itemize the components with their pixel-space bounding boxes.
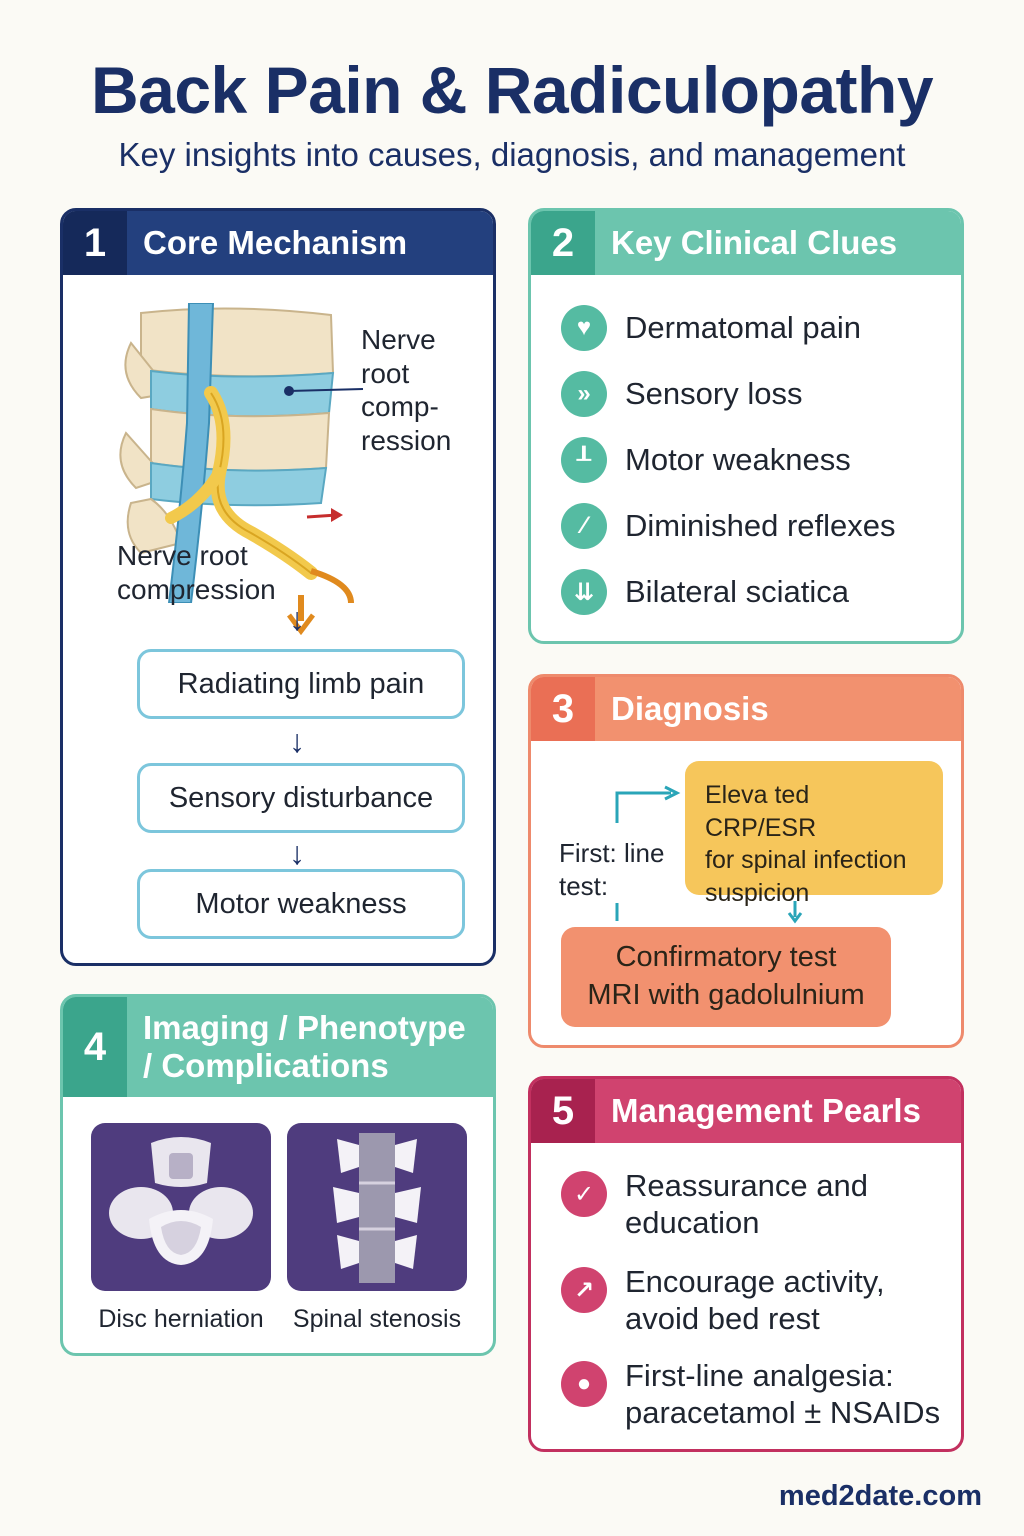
card-header: 2 Key Clinical Clues bbox=[531, 211, 961, 275]
card-number: 5 bbox=[531, 1079, 595, 1143]
card-number: 1 bbox=[63, 211, 127, 275]
card-title: Diagnosis bbox=[611, 690, 769, 728]
pearl-item: ✓ Reassurance and education bbox=[561, 1167, 955, 1241]
clue-label: Bilateral sciatica bbox=[625, 574, 849, 609]
infection-marker-box: Eleva ted CRP/ESR for spinal infection s… bbox=[685, 761, 943, 907]
clue-label: Motor weakness bbox=[625, 442, 851, 477]
down-arrow-icon: ↓ bbox=[289, 835, 305, 871]
pearl-label: Encourage activity, avoid bed rest bbox=[625, 1264, 885, 1337]
flow-step-radiating-pain: Radiating limb pain bbox=[137, 649, 465, 719]
nerve-root-compression-label: Nerve root compression bbox=[117, 540, 276, 605]
pearl-label: First-line analgesia: paracetamol ± NSAI… bbox=[625, 1358, 941, 1431]
spinal-stenosis-image bbox=[287, 1123, 467, 1291]
heart-icon: ♥ bbox=[561, 305, 607, 351]
card-title: Management Pearls bbox=[611, 1092, 921, 1130]
clue-item: ♥ Dermatomal pain bbox=[561, 305, 861, 351]
page-title: Back Pain & Radiculopathy bbox=[90, 53, 934, 127]
down-arrow-icon: ↓ bbox=[289, 601, 305, 637]
foot-icon: ┸ bbox=[561, 437, 607, 483]
disc-herniation-caption: Disc herniation bbox=[98, 1305, 264, 1333]
orange-arrow-icon bbox=[287, 595, 315, 635]
flow-step-motor-weakness: Motor weakness bbox=[137, 869, 465, 939]
card-number: 2 bbox=[531, 211, 595, 275]
clue-item: ┸ Motor weakness bbox=[561, 437, 851, 483]
clinical-clues-card: 2 Key Clinical Clues ♥ Dermatomal pain »… bbox=[528, 208, 964, 644]
management-card: 5 Management Pearls ✓ Reassurance and ed… bbox=[528, 1076, 964, 1452]
confirmatory-test-box: Confirmatory test MRI with gadolulnium bbox=[561, 927, 891, 1027]
spinal-stenosis-caption: Spinal stenosis bbox=[292, 1305, 462, 1333]
clue-label: Sensory loss bbox=[625, 376, 803, 411]
pearl-item: ↗ Encourage activity, avoid bed rest bbox=[561, 1263, 955, 1337]
clue-item: ⇊ Bilateral sciatica bbox=[561, 569, 849, 615]
down-arrow-icon: ↓ bbox=[289, 723, 305, 759]
clue-item: » Sensory loss bbox=[561, 371, 802, 417]
card-header: 1 Core Mechanism bbox=[63, 211, 493, 275]
connector-arrows bbox=[615, 785, 803, 924]
flow-step-sensory-disturbance: Sensory disturbance bbox=[137, 763, 465, 833]
core-mechanism-card: 1 Core Mechanism Nerve root comp- ressio bbox=[60, 208, 496, 966]
card-title: Imaging / Phenotype / Complications bbox=[143, 1009, 466, 1084]
reflex-hammer-icon: ⁄ bbox=[561, 503, 607, 549]
card-title: Core Mechanism bbox=[143, 224, 408, 262]
card-header: 5 Management Pearls bbox=[531, 1079, 961, 1143]
double-chevron-icon: » bbox=[561, 371, 607, 417]
clue-item: ⁄ Diminished reflexes bbox=[561, 503, 896, 549]
first-line-test-label: First: line test: bbox=[559, 838, 665, 901]
split-arrow-icon: ⇊ bbox=[561, 569, 607, 615]
pearl-item: ● First-line analgesia: paracetamol ± NS… bbox=[561, 1357, 955, 1431]
page-subtitle: Key insights into causes, diagnosis, and… bbox=[118, 136, 906, 173]
imaging-card: 4 Imaging / Phenotype / Complications bbox=[60, 994, 496, 1356]
card-number: 3 bbox=[531, 677, 595, 741]
pearl-label: Reassurance and education bbox=[625, 1168, 868, 1241]
trend-check-icon: ↗ bbox=[561, 1267, 607, 1313]
spine-illustration bbox=[119, 303, 364, 603]
diagnosis-card: 3 Diagnosis First: line test: Eleva ted … bbox=[528, 674, 964, 1048]
pill-icon: ● bbox=[561, 1361, 607, 1407]
footer-site-link[interactable]: med2date.com bbox=[778, 1480, 982, 1512]
check-icon: ✓ bbox=[561, 1171, 607, 1217]
card-number: 4 bbox=[63, 997, 127, 1097]
card-header: 3 Diagnosis bbox=[531, 677, 961, 741]
disc-herniation-image bbox=[91, 1123, 271, 1291]
nerve-root-side-label: Nerve root comp- ression bbox=[361, 324, 452, 456]
card-header: 4 Imaging / Phenotype / Complications bbox=[63, 997, 493, 1097]
card-title: Key Clinical Clues bbox=[611, 224, 898, 262]
clue-label: Diminished reflexes bbox=[625, 508, 896, 543]
clue-label: Dermatomal pain bbox=[625, 310, 862, 345]
